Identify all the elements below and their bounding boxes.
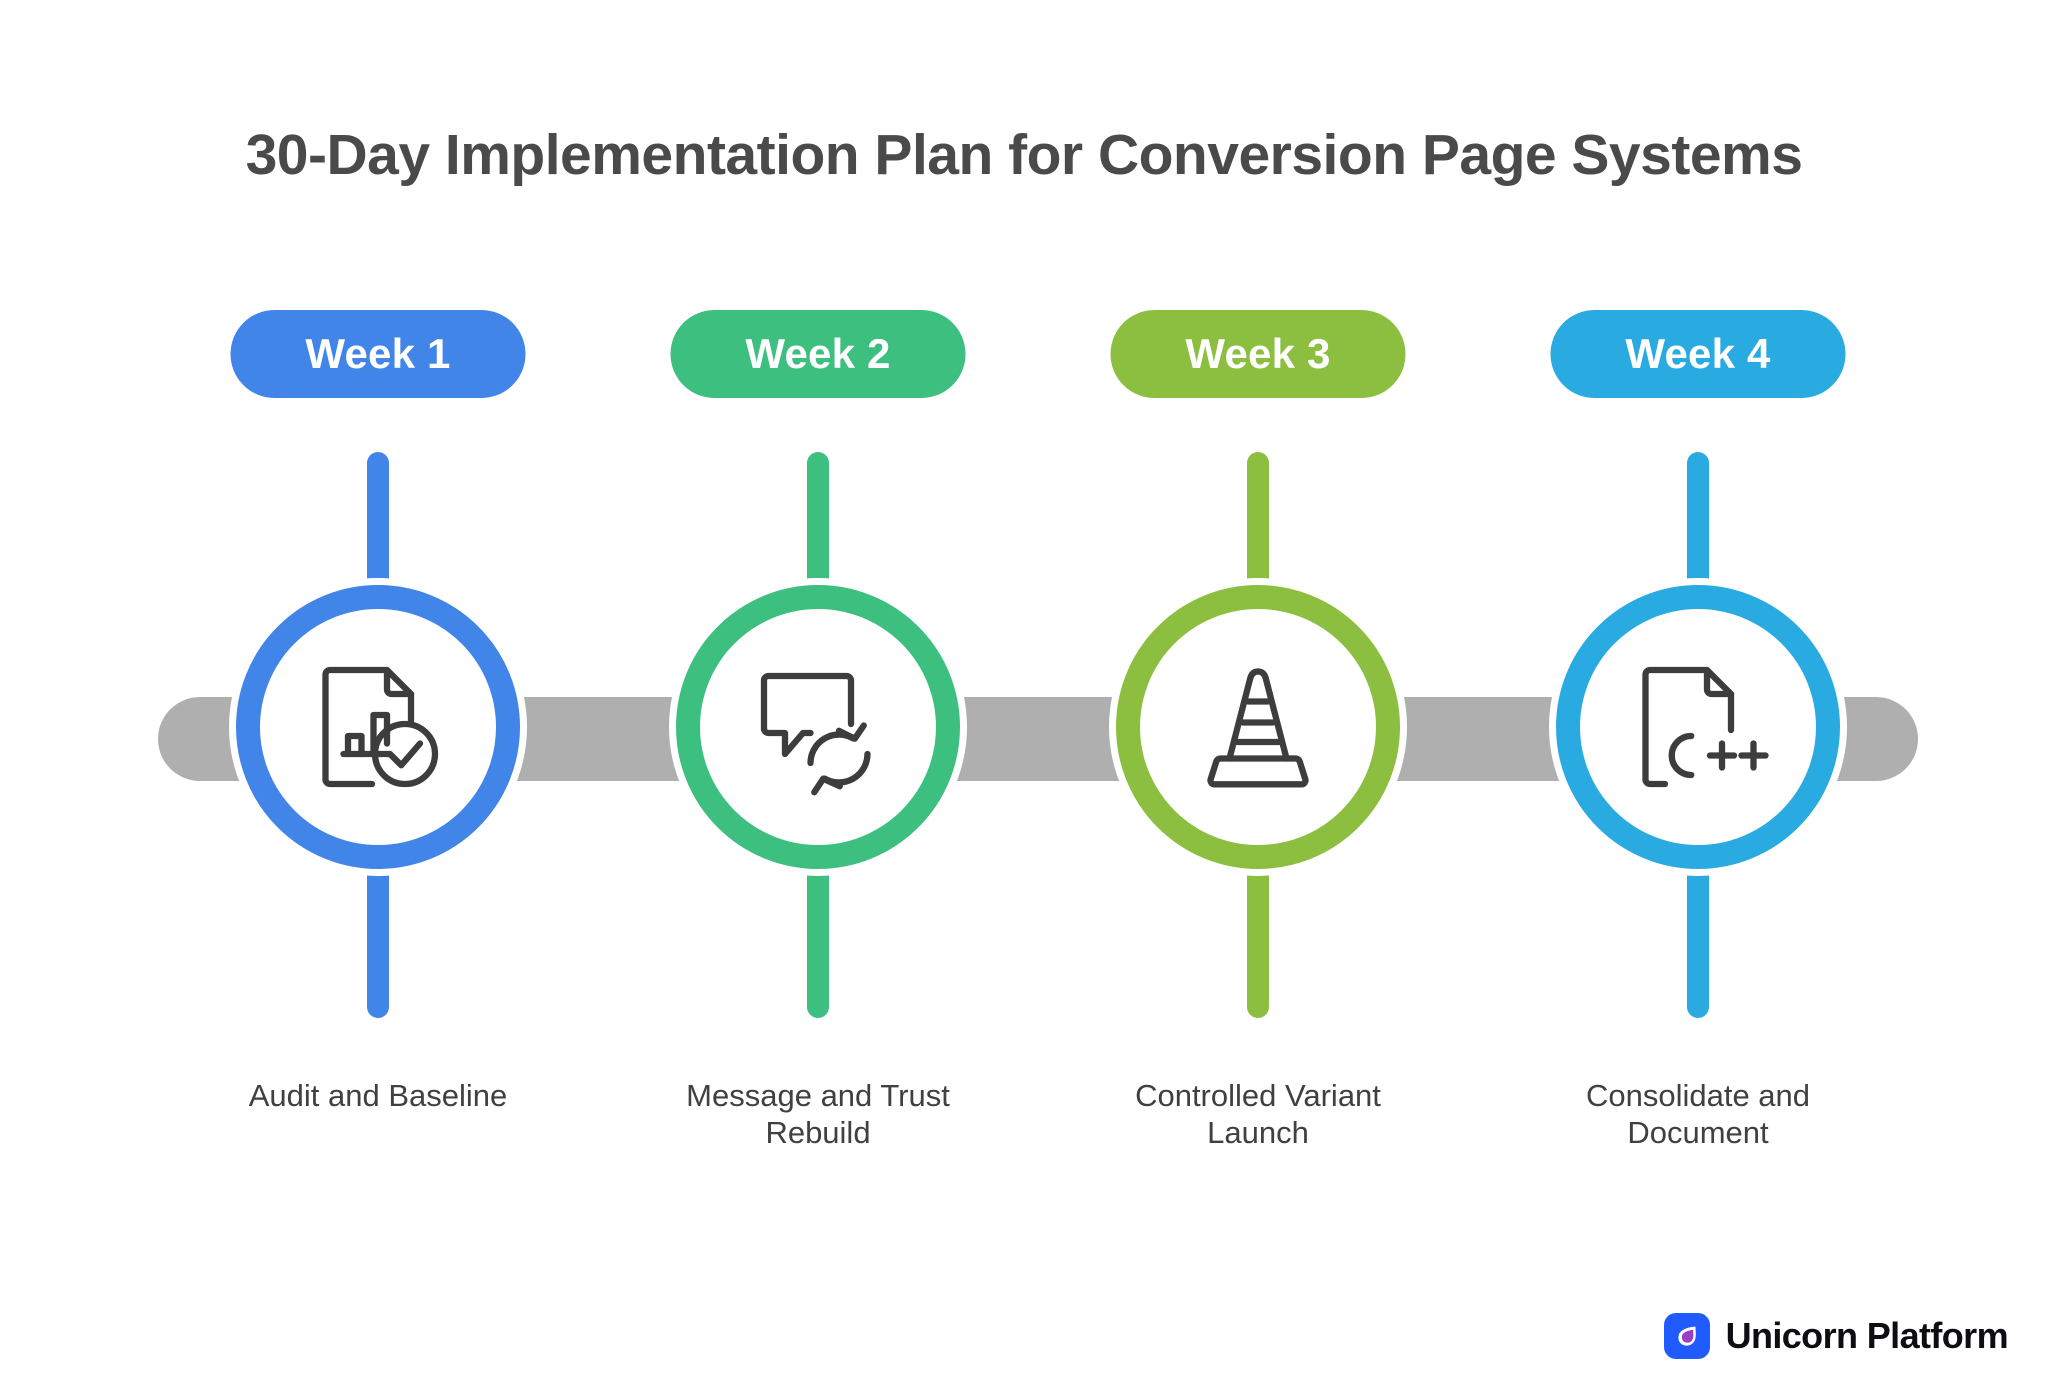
- brand-name: Unicorn Platform: [1725, 1315, 2009, 1356]
- timeline-step-3: Week 3 Controlled Variant Launch: [1068, 0, 1448, 1381]
- stem-bottom-3: [1247, 848, 1269, 1018]
- step-caption-2: Message and Trust Rebuild: [686, 1078, 950, 1150]
- stem-bottom-4: [1687, 848, 1709, 1018]
- timeline-step-4: Week 4 Consolidate and Docum: [1508, 0, 1888, 1381]
- week-badge-4[interactable]: Week 4: [1550, 310, 1846, 398]
- stem-bottom-2: [807, 848, 829, 1018]
- week-badge-3[interactable]: Week 3: [1110, 310, 1406, 398]
- traffic-cone-icon: [1183, 652, 1333, 802]
- step-ring-3[interactable]: [1116, 585, 1400, 869]
- week-badge-label-2: Week 2: [745, 330, 891, 377]
- step-caption-1: Audit and Baseline: [248, 1078, 508, 1113]
- unicorn-droplet-icon: [1663, 1313, 1710, 1359]
- week-badge-2[interactable]: Week 2: [670, 310, 966, 398]
- step-caption-4: Consolidate and Document: [1585, 1078, 1811, 1150]
- document-cpp-icon: [1623, 652, 1773, 802]
- week-badge-label-4: Week 4: [1625, 330, 1771, 377]
- step-caption-3: Controlled Variant Launch: [1135, 1078, 1381, 1150]
- step-ring-4[interactable]: [1556, 585, 1840, 869]
- brand-logo[interactable]: Unicorn Platform: [1663, 1313, 2009, 1359]
- timeline-step-2: Week 2 Message and Trust Rebuild: [628, 0, 1008, 1381]
- step-ring-2[interactable]: [676, 585, 960, 869]
- week-badge-label-1: Week 1: [305, 330, 451, 377]
- page-title: 30-Day Implementation Plan for Conversio…: [245, 123, 1803, 187]
- stem-bottom-1: [367, 848, 389, 1018]
- week-badge-1[interactable]: Week 1: [230, 310, 526, 398]
- timeline-step-1: Week 1 Audit and Baseline: [188, 0, 568, 1381]
- week-badge-label-3: Week 3: [1185, 330, 1331, 377]
- document-bar-chart-check-icon: [303, 652, 453, 802]
- speech-bubble-refresh-icon: [743, 652, 893, 802]
- step-ring-1[interactable]: [236, 585, 520, 869]
